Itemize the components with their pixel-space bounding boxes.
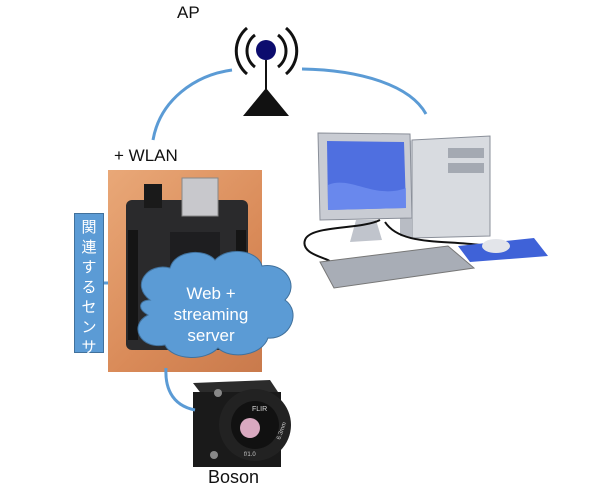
sensor-char: 関: [81, 219, 97, 236]
cloud-line: Web +: [186, 284, 236, 303]
ap-label: AP: [177, 3, 200, 22]
sensor-char: ン: [81, 319, 97, 336]
access-point-icon: [234, 26, 299, 116]
sensor-char: セ: [81, 299, 97, 316]
sensor-char: 連: [81, 239, 97, 256]
sensor-char: サ: [81, 339, 97, 356]
camera-brand-text: FLIR: [252, 406, 267, 413]
camera-lens-text: 6.3mm: [276, 421, 288, 440]
desktop-computer-icon: [303, 132, 548, 289]
related-sensors-box: 関 連 す る セ ン サ: [74, 213, 104, 356]
sensor-char: る: [81, 279, 97, 296]
link-board-ap: [151, 68, 233, 141]
server-cloud: [137, 250, 294, 358]
cloud-line: streaming: [173, 305, 249, 324]
wlan-label: + WLAN: [114, 146, 178, 165]
link-board-camera: [164, 367, 196, 412]
cloud-line: server: [187, 326, 235, 345]
camera-aperture-text: f/1.0: [244, 452, 256, 458]
cloud-label: Web + streaming server: [146, 283, 276, 346]
boson-camera-photo: [193, 380, 291, 467]
link-ap-pc: [301, 67, 428, 115]
sensor-char: す: [81, 259, 97, 276]
boson-label: Boson: [208, 467, 260, 487]
